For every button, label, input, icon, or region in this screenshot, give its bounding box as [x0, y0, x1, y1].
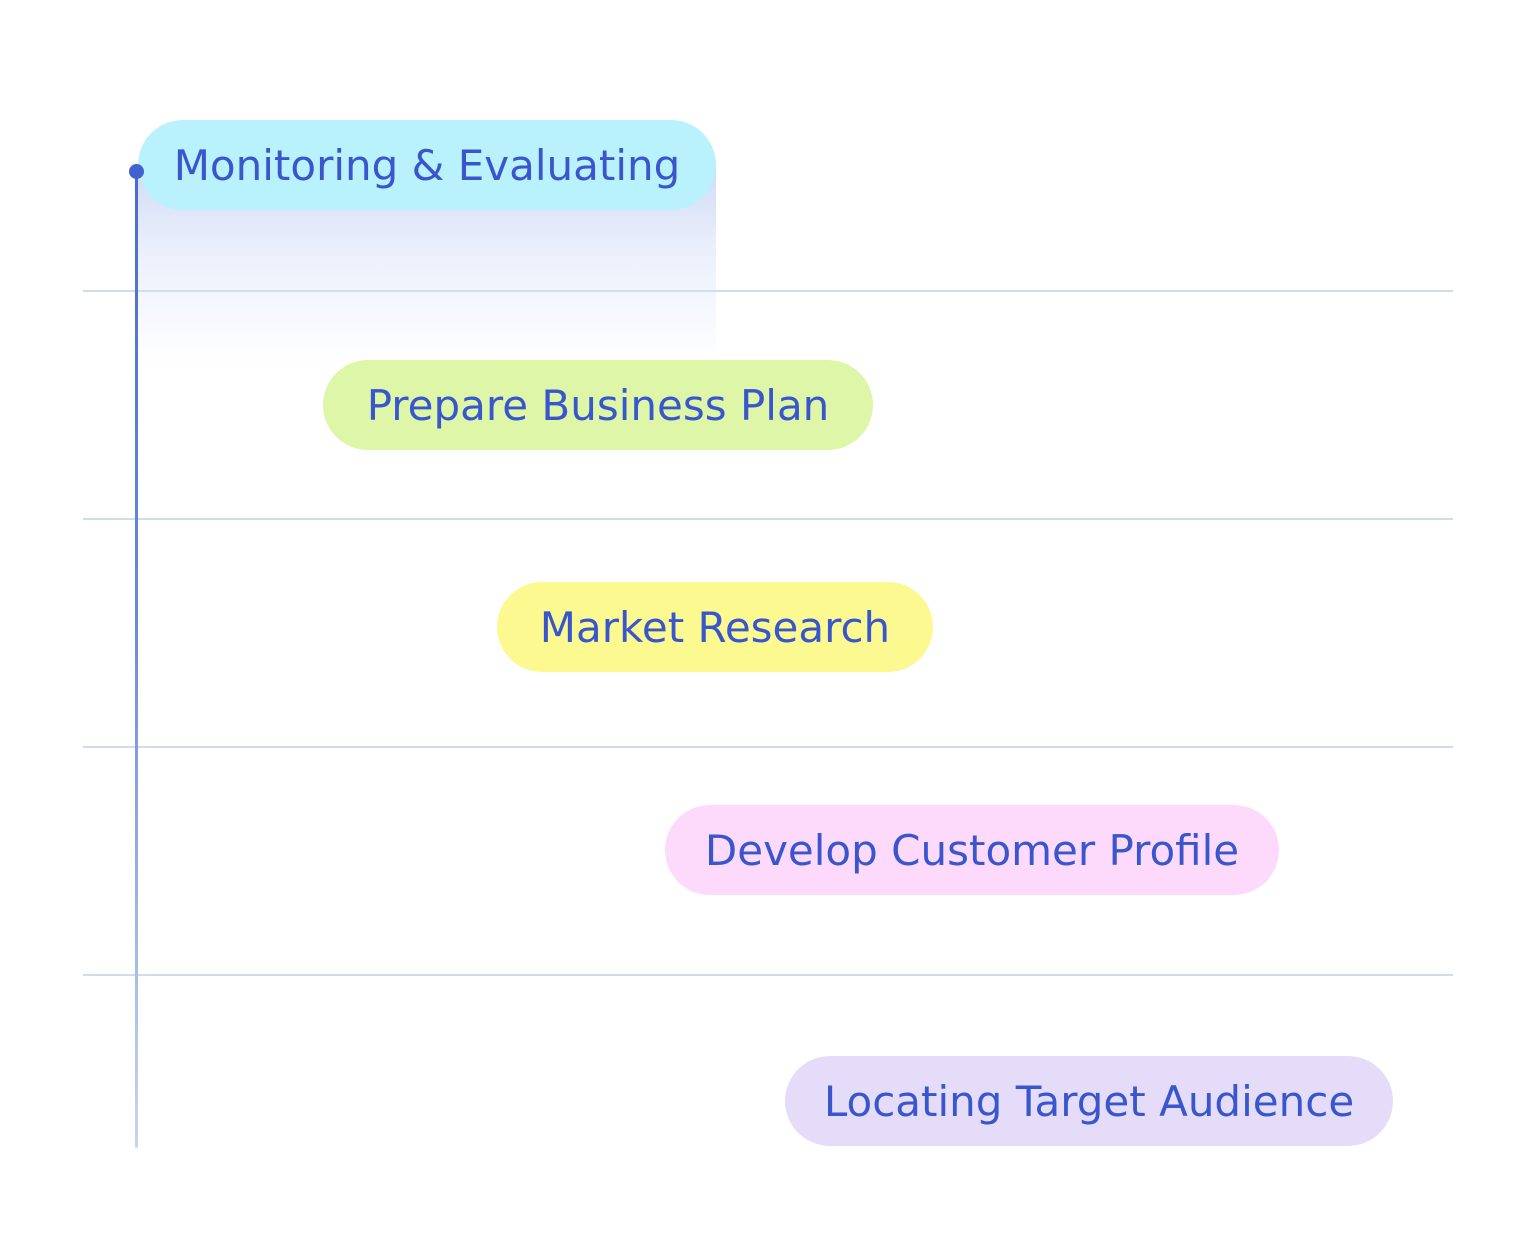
row-divider — [83, 518, 1453, 520]
timeline-marker-dot — [129, 164, 144, 179]
step-develop-customer-profile: Develop Customer Profile — [665, 805, 1279, 895]
step-label: Develop Customer Profile — [704, 825, 1240, 875]
step-label: Locating Target Audience — [823, 1076, 1355, 1126]
step-prepare-business-plan: Prepare Business Plan — [323, 360, 873, 450]
step-label: Prepare Business Plan — [366, 380, 830, 430]
step-monitoring-evaluating: Monitoring & Evaluating — [138, 120, 716, 210]
step-label: Monitoring & Evaluating — [173, 140, 681, 190]
row-divider — [83, 974, 1453, 976]
step-market-research: Market Research — [497, 582, 933, 672]
row-divider — [83, 746, 1453, 748]
step-locating-target-audience: Locating Target Audience — [785, 1056, 1393, 1146]
timeline-axis — [135, 171, 138, 1148]
step-label: Market Research — [539, 602, 891, 652]
row-divider — [83, 290, 1453, 292]
